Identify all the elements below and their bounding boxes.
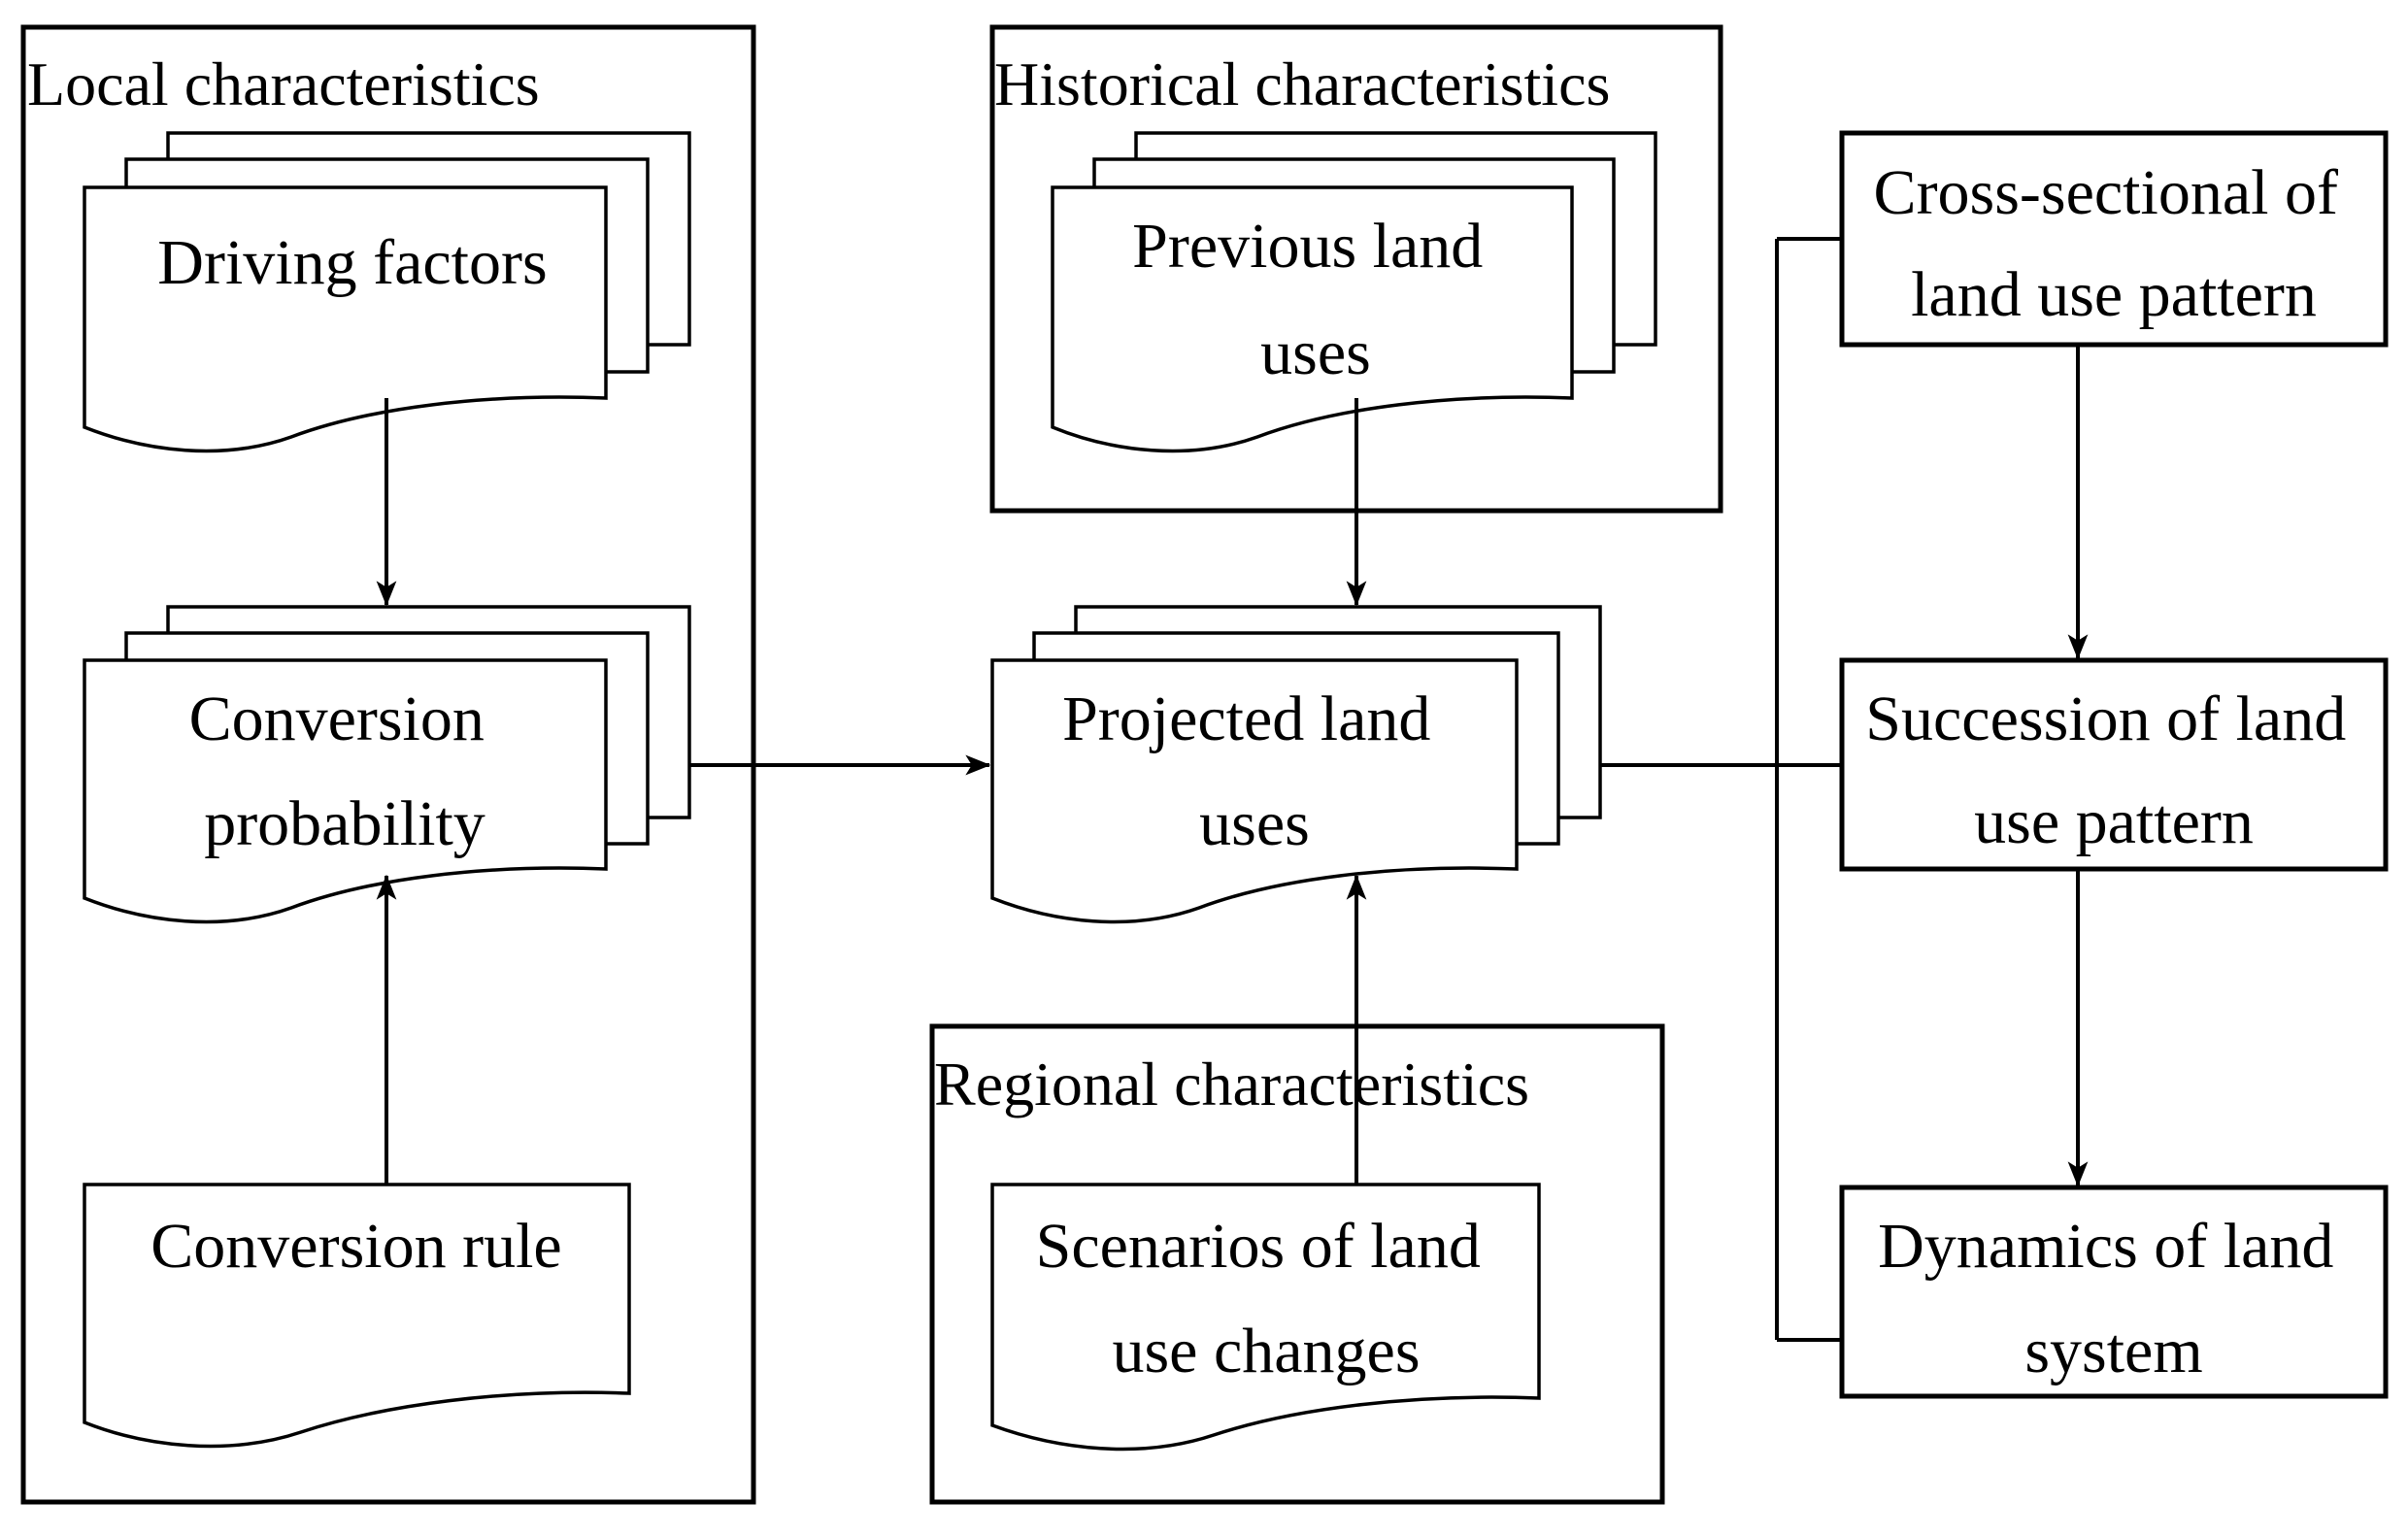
succession-line-2: use pattern <box>1974 786 2254 857</box>
previous-land-uses-line-2: uses <box>1260 317 1371 388</box>
scenarios-line-1: Scenarios of land <box>1036 1211 1481 1282</box>
cross-sectional-line-1: Cross-sectional of <box>1874 157 2338 228</box>
succession-node: Succession of land use pattern <box>1839 657 2389 872</box>
conversion-rule-line-1: Conversion rule <box>150 1211 561 1282</box>
dynamics-label: Dynamics of land system <box>1878 1211 2350 1386</box>
previous-land-uses-line-1: Previous land <box>1132 211 1483 282</box>
projected-land-uses-line-1: Projected land <box>1062 684 1430 754</box>
historical-characteristics-label: Historical characteristics <box>994 50 1610 118</box>
succession-line-1: Succession of land <box>1865 684 2346 754</box>
projected-land-uses-label: Projected land uses <box>1062 684 1447 859</box>
cross-sectional-node: Cross-sectional of land use pattern <box>1839 130 2389 348</box>
driving-factors-line-1: Driving factors <box>157 227 547 298</box>
regional-characteristics-frame <box>929 1023 1665 1505</box>
regional-characteristics-label: Regional characteristics <box>934 1050 1529 1119</box>
scenarios-node: Scenarios of land use changes <box>990 1183 1541 1452</box>
previous-land-uses-label: Previous land uses <box>1132 211 1499 388</box>
projected-land-uses-line-2: uses <box>1199 788 1310 859</box>
scenarios-line-2: use changes <box>1112 1316 1420 1386</box>
driving-factors-label: Driving factors <box>157 227 547 298</box>
driving-factors-node: Driving factors <box>83 131 691 453</box>
dynamics-node: Dynamics of land system <box>1839 1185 2389 1399</box>
projected-land-uses-node: Projected land uses <box>990 605 1602 924</box>
conversion-probability-node: Conversion probability <box>83 605 691 924</box>
cross-sectional-label: Cross-sectional of land use pattern <box>1874 157 2355 330</box>
scenarios-label: Scenarios of land use changes <box>1036 1211 1497 1386</box>
conversion-rule-label: Conversion rule <box>150 1211 561 1282</box>
conversion-rule-node: Conversion rule <box>83 1183 631 1449</box>
cross-sectional-line-2: land use pattern <box>1911 259 2317 330</box>
dynamics-line-2: system <box>2024 1316 2202 1386</box>
previous-land-uses-node: Previous land uses <box>1051 131 1657 453</box>
conversion-probability-line-2: probability <box>204 788 485 859</box>
succession-label: Succession of land use pattern <box>1865 684 2361 857</box>
dynamics-line-1: Dynamics of land <box>1878 1211 2333 1282</box>
conversion-probability-line-1: Conversion <box>189 684 485 754</box>
local-characteristics-label: Local characteristics <box>27 50 540 118</box>
conversion-probability-label: Conversion probability <box>189 684 501 859</box>
